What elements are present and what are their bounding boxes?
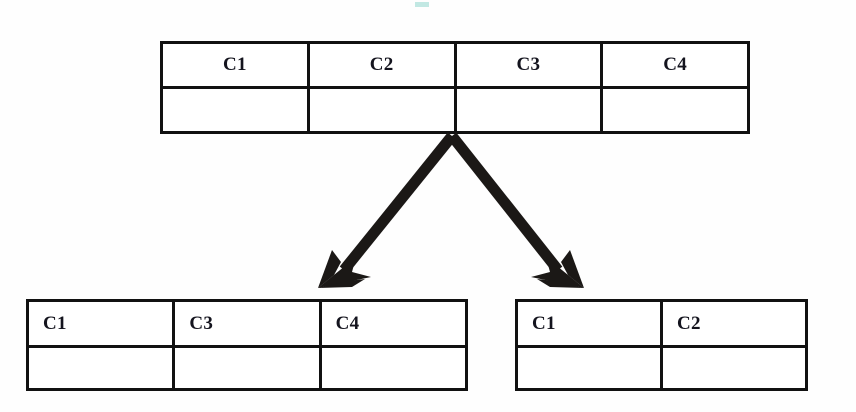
column-header-cell: C4	[663, 54, 688, 76]
table-row: C1 C2	[518, 302, 805, 349]
table-row: C1 C2 C3 C4	[163, 44, 747, 90]
column-header-cell: C1	[518, 302, 663, 346]
fragment-table-right: C1 C2	[515, 299, 808, 391]
data-cell	[310, 89, 457, 131]
column-header-cell: C2	[310, 44, 457, 87]
source-table: C1 C2 C3 C4	[160, 41, 750, 134]
data-cell	[663, 348, 805, 388]
data-cell	[29, 348, 176, 388]
table-row	[518, 348, 805, 388]
fragment-table-left: C1 C3 C4	[26, 299, 468, 391]
column-header-cell: C3	[175, 302, 322, 346]
column-header-cell: C1	[29, 302, 176, 346]
column-header-cell: C3	[457, 44, 604, 87]
data-cell	[603, 89, 747, 131]
top-edge-artifact	[415, 2, 429, 7]
arrow-to-left-fragment	[318, 132, 457, 288]
arrow-to-right-fragment	[447, 132, 584, 288]
column-header-cell: C1	[163, 44, 310, 87]
column-header-cell: C2	[677, 312, 701, 334]
column-header-cell: C4	[335, 312, 360, 334]
data-cell	[175, 348, 322, 388]
table-row	[29, 348, 465, 388]
data-cell	[163, 89, 310, 131]
data-cell	[457, 89, 604, 131]
table-row	[163, 89, 747, 131]
table-row: C1 C3 C4	[29, 302, 465, 349]
data-cell	[518, 348, 663, 388]
data-cell	[322, 348, 465, 388]
